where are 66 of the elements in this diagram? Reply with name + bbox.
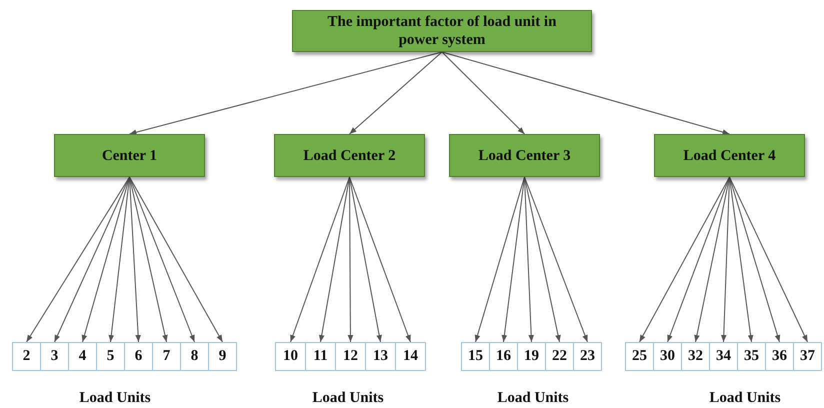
arrow bbox=[54, 176, 130, 342]
arrow bbox=[729, 176, 780, 342]
load-unit-cell: 19 bbox=[517, 342, 546, 371]
arrow bbox=[129, 176, 141, 342]
arrow bbox=[720, 176, 730, 342]
box-label: Load Center 4 bbox=[683, 146, 776, 164]
center-box bbox=[449, 134, 600, 177]
load-unit-cell: 8 bbox=[180, 342, 209, 371]
center-box bbox=[54, 134, 205, 177]
arrow bbox=[349, 176, 382, 342]
group-caption: Load Units bbox=[312, 390, 384, 407]
arrow bbox=[729, 176, 754, 342]
arrow bbox=[524, 176, 534, 342]
arrow bbox=[524, 176, 561, 342]
root-box bbox=[292, 10, 592, 52]
arrow bbox=[349, 52, 442, 134]
load-unit-cell: 32 bbox=[681, 342, 710, 371]
load-unit-cell: 10 bbox=[275, 342, 306, 371]
load-unit-cell: 15 bbox=[461, 342, 490, 371]
arrow bbox=[129, 52, 442, 135]
load-unit-cell: 35 bbox=[737, 342, 766, 371]
load-unit-cell: 11 bbox=[305, 342, 336, 371]
box-label: Center 1 bbox=[102, 146, 158, 164]
box-label: Load Center 3 bbox=[478, 146, 571, 164]
load-unit-cell: 13 bbox=[365, 342, 396, 371]
load-unit-cell: 7 bbox=[152, 342, 181, 371]
load-unit-cell: 3 bbox=[40, 342, 69, 371]
arrow bbox=[639, 176, 730, 342]
load-unit-cell: 9 bbox=[208, 342, 237, 371]
load-unit-cell: 16 bbox=[489, 342, 518, 371]
arrow bbox=[82, 176, 130, 342]
arrow bbox=[442, 52, 525, 134]
arrow bbox=[442, 52, 730, 135]
load-unit-cell: 30 bbox=[653, 342, 682, 371]
arrow bbox=[108, 176, 130, 342]
arrow bbox=[129, 176, 223, 342]
load-unit-cell: 22 bbox=[545, 342, 574, 371]
load-unit-cell: 37 bbox=[793, 342, 822, 371]
arrow bbox=[129, 176, 195, 342]
load-unit-cell: 25 bbox=[625, 342, 654, 371]
box-label: The important factor of load unit in power system bbox=[326, 13, 558, 49]
arrow bbox=[729, 176, 808, 342]
arrow bbox=[474, 176, 525, 342]
arrow bbox=[694, 176, 730, 342]
group-caption: Load Units bbox=[79, 390, 151, 407]
arrow bbox=[524, 176, 588, 342]
arrow bbox=[349, 176, 411, 342]
arrow bbox=[290, 176, 350, 342]
load-unit-cell: 23 bbox=[573, 342, 602, 371]
box-label: Load Center 2 bbox=[303, 146, 396, 164]
arrow bbox=[502, 176, 525, 342]
load-unit-cell: 5 bbox=[96, 342, 125, 371]
load-unit-cell: 34 bbox=[709, 342, 738, 371]
load-unit-cell: 14 bbox=[395, 342, 426, 371]
load-unit-cell: 4 bbox=[68, 342, 97, 371]
load-unit-cell: 6 bbox=[124, 342, 153, 371]
load-unit-cell: 2 bbox=[12, 342, 41, 371]
arrow bbox=[26, 176, 130, 342]
group-caption: Load Units bbox=[497, 390, 569, 407]
arrow bbox=[129, 176, 168, 342]
arrow bbox=[318, 176, 350, 342]
center-box bbox=[274, 134, 425, 177]
center-box bbox=[654, 134, 805, 177]
load-unit-cell: 36 bbox=[765, 342, 794, 371]
group-caption: Load Units bbox=[709, 390, 781, 407]
load-unit-cell: 12 bbox=[335, 342, 366, 371]
